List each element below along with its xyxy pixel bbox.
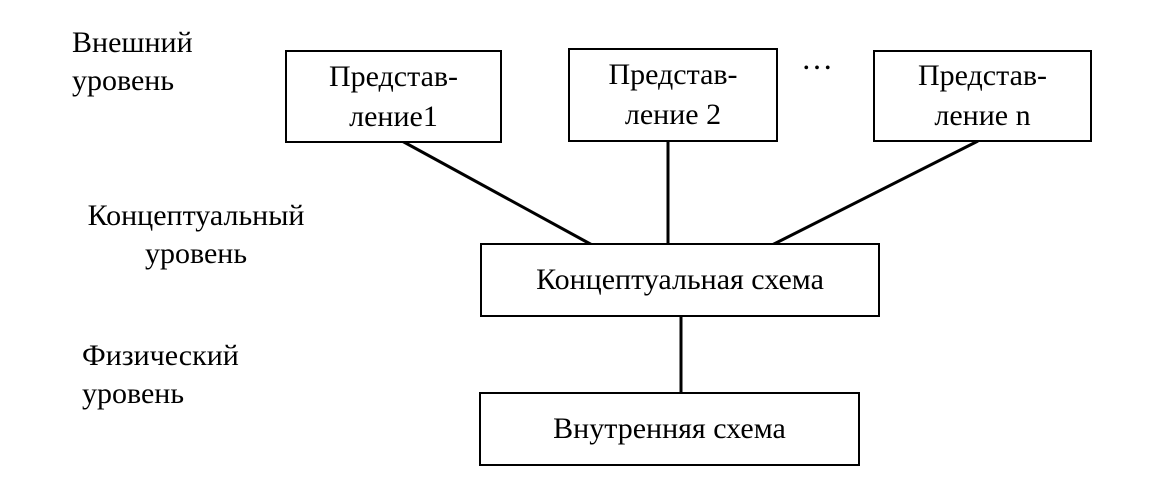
internal-schema-box: Внутренняя схема [479, 392, 860, 466]
view-n-label-line1: Представ- [917, 59, 1048, 92]
connector-viewn-to-conceptual [769, 139, 979, 248]
external-level-label-line1: Внешний [72, 26, 193, 59]
view-1-box: Представ- ление1 [285, 50, 502, 143]
ellipsis-dots: … [801, 40, 835, 76]
conceptual-level-label-line2: уровень [144, 237, 248, 270]
view-2-label-line1: Представ- [608, 58, 738, 91]
view-n-label-line2: ление n [934, 99, 1031, 132]
view-1-label-line1: Представ- [328, 59, 459, 93]
conceptual-schema-label: Концептуальная схема [536, 263, 824, 296]
view-n-box: Представ- ление n [873, 50, 1092, 142]
view-2-label-line2: ление 2 [624, 98, 722, 131]
physical-level-label-line1: Физический [82, 339, 239, 372]
conceptual-level-label: Концептуальный уровень [60, 197, 332, 273]
internal-schema-label: Внутренняя схема [553, 412, 786, 445]
physical-level-label-line2: уровень [82, 377, 185, 410]
view-1-label-line2: ление1 [349, 99, 438, 133]
physical-level-label: Физический уровень [82, 337, 239, 413]
connector-view1-to-conceptual [401, 139, 595, 248]
external-level-label-line2: уровень [72, 64, 175, 97]
conceptual-level-label-line1: Концептуальный [87, 199, 305, 232]
view-2-box: Представ- ление 2 [568, 48, 778, 142]
conceptual-schema-box: Концептуальная схема [480, 243, 880, 317]
external-level-label: Внешний уровень [72, 24, 193, 100]
